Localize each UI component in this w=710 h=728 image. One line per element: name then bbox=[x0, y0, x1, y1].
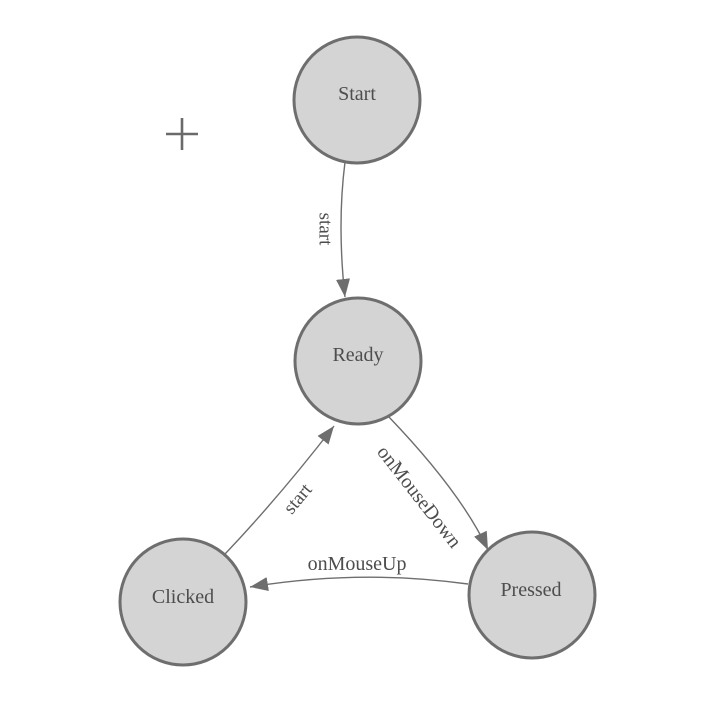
node-label-clicked: Clicked bbox=[152, 586, 214, 608]
node-pressed[interactable]: Pressed bbox=[467, 530, 597, 660]
node-label-start: Start bbox=[338, 83, 376, 105]
edge-label-onmousedown: onMouseDown bbox=[372, 442, 465, 553]
edge-ready-to-pressed[interactable]: onMouseDown bbox=[372, 415, 489, 553]
edge-label-onmouseup: onMouseUp bbox=[308, 553, 407, 575]
edge-start-to-ready[interactable]: start bbox=[315, 161, 350, 298]
node-ready[interactable]: Ready bbox=[293, 296, 423, 426]
edge-clicked-to-ready[interactable]: start bbox=[224, 425, 335, 555]
crosshair-icon bbox=[166, 118, 198, 150]
edge-label-start: start bbox=[279, 479, 317, 518]
node-clicked[interactable]: Clicked bbox=[118, 537, 248, 667]
node-label-ready: Ready bbox=[332, 344, 383, 366]
node-label-pressed: Pressed bbox=[500, 579, 561, 601]
edge-label-start: start bbox=[315, 213, 336, 246]
edge-pressed-to-clicked[interactable]: onMouseUp bbox=[249, 553, 469, 592]
node-start[interactable]: Start bbox=[292, 35, 422, 165]
